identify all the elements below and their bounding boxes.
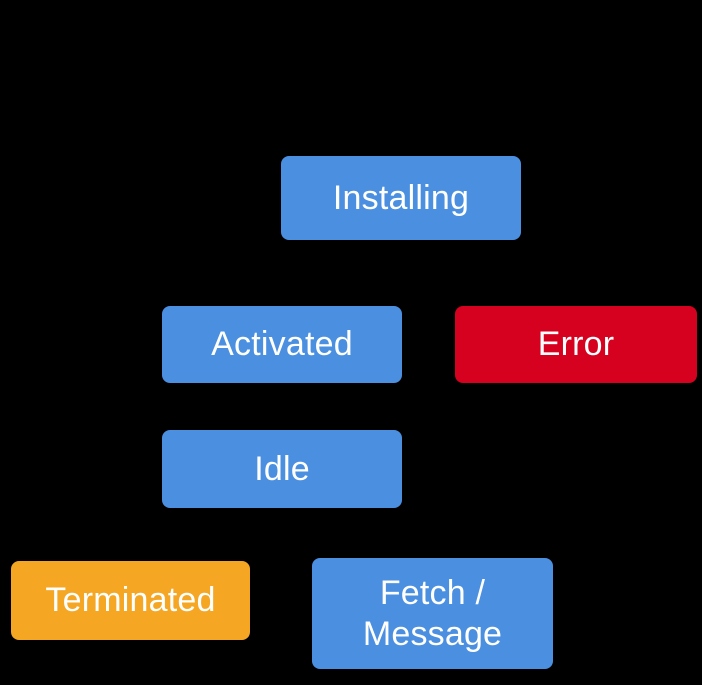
state-node-idle[interactable]: Idle bbox=[162, 430, 402, 508]
state-node-installing-label: Installing bbox=[332, 178, 470, 217]
state-node-installing[interactable]: Installing bbox=[281, 156, 521, 240]
state-node-activated[interactable]: Activated bbox=[162, 306, 402, 383]
state-node-idle-label: Idle bbox=[254, 449, 310, 488]
state-node-fetch-message[interactable]: Fetch / Message bbox=[312, 558, 553, 669]
state-node-error[interactable]: Error bbox=[455, 306, 697, 383]
state-node-terminated-label: Terminated bbox=[45, 581, 216, 620]
state-node-terminated[interactable]: Terminated bbox=[11, 561, 250, 640]
state-node-error-label: Error bbox=[537, 325, 615, 364]
state-node-activated-label: Activated bbox=[211, 325, 353, 364]
state-node-fetch-message-label: Fetch / Message bbox=[362, 574, 503, 653]
